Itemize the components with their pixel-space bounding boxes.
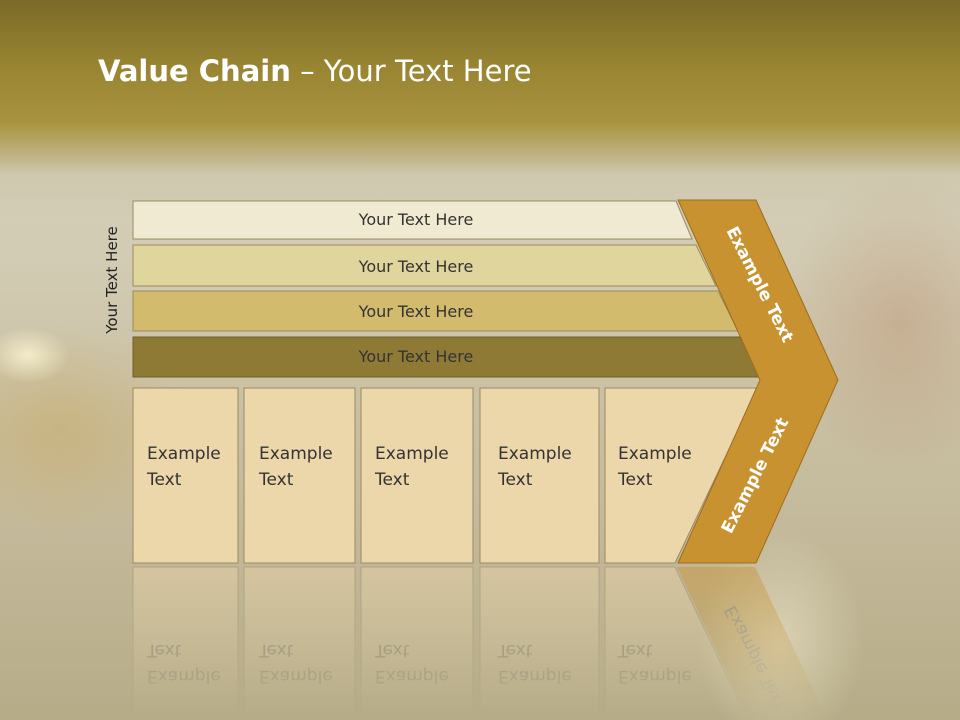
bar-1-label: Your Text Here (358, 210, 474, 229)
title-rest: – Your Text Here (290, 54, 532, 88)
reflection-text: Example (498, 666, 572, 686)
slide-title: Value Chain – Your Text Here (98, 54, 532, 94)
chevron-group: Example Text Example Text (677, 199, 839, 564)
boxes-group: Example Text Example Text Example Text E… (132, 387, 759, 564)
reflection-text: Text (497, 640, 533, 660)
box-reflection (604, 566, 749, 720)
box-3-line2: Text (374, 470, 410, 490)
box-reflection (479, 566, 600, 720)
bars-group: Your Text Here Your Text Here Your Text … (132, 200, 761, 378)
reflection-text: Text (258, 640, 294, 660)
title-band (0, 0, 960, 175)
box-4-line2: Text (497, 470, 533, 490)
box-5-line2: Text (617, 470, 653, 490)
box-5 (604, 387, 759, 564)
title-bold: Value Chain (98, 54, 291, 88)
reflection-text: Text (617, 640, 653, 660)
box-2-line1: Example (259, 444, 333, 464)
chevron-reflection (677, 567, 828, 720)
bar-2-label: Your Text Here (358, 257, 474, 276)
box-1-line2: Text (146, 470, 182, 490)
box-reflection (243, 566, 356, 720)
box-3 (360, 387, 474, 564)
box-2 (243, 387, 356, 564)
reflection-text: Example (147, 666, 221, 686)
box-reflection (132, 566, 239, 720)
box-reflection (360, 566, 474, 720)
box-1-line1: Example (147, 444, 221, 464)
diagram-reflection: Example Text Example Text Example Text E… (132, 566, 828, 720)
reflection-text: Text (146, 640, 182, 660)
bar-3-label: Your Text Here (358, 302, 474, 321)
box-5-line1: Example (618, 444, 692, 464)
bar-4-label: Your Text Here (358, 347, 474, 366)
reflection-text: Example (375, 666, 449, 686)
chevron-arrow (677, 199, 839, 564)
bar-1 (132, 200, 693, 240)
box-4 (479, 387, 600, 564)
reflection-text: Example (618, 666, 692, 686)
reflection-text: Text (374, 640, 410, 660)
reflection-text: Example (259, 666, 333, 686)
bar-2 (132, 244, 717, 287)
box-3-line1: Example (375, 444, 449, 464)
box-4-line1: Example (498, 444, 572, 464)
box-2-line2: Text (258, 470, 294, 490)
box-1 (132, 387, 239, 564)
